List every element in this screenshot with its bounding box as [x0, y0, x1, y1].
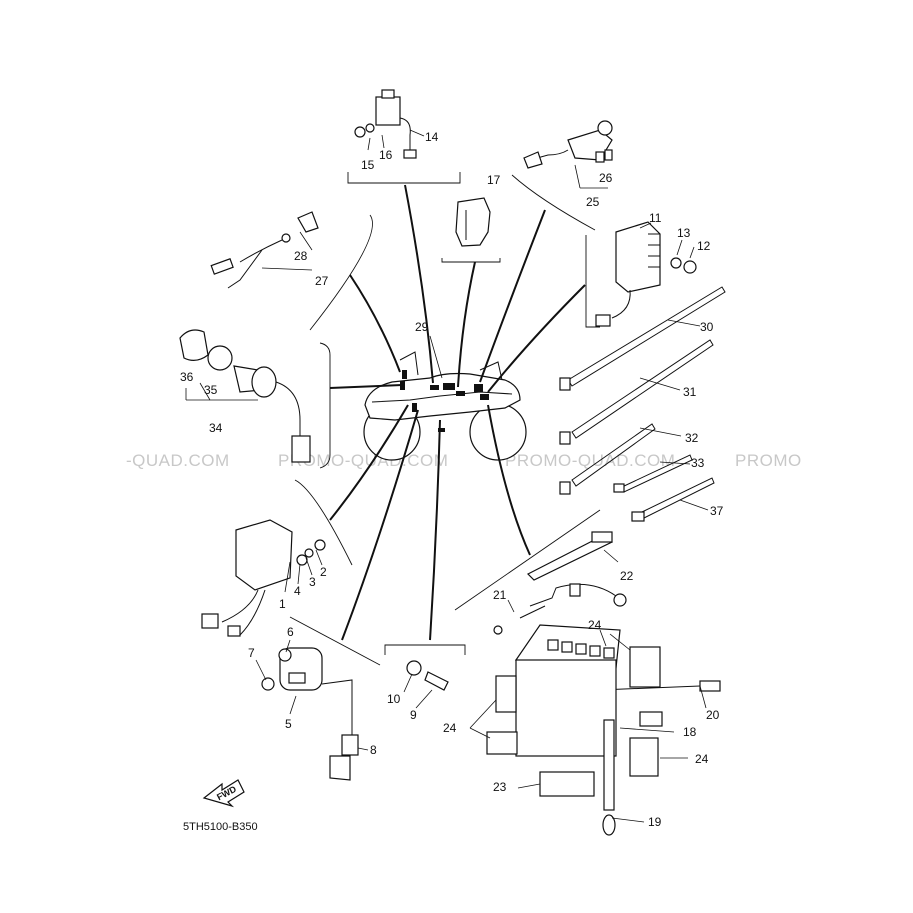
- callout-15: 15: [361, 158, 375, 172]
- watermark-right: PROMO: [735, 451, 802, 470]
- watermark-center-right: PROMO-QUAD.COM: [505, 451, 675, 470]
- callout-26: 26: [599, 171, 613, 185]
- callout-11: 11: [649, 211, 662, 225]
- callout-24-left: 24: [443, 721, 457, 735]
- callout-7: 7: [248, 646, 255, 660]
- battery-band-and-leads: [493, 531, 721, 692]
- leader-lines: [329, 184, 586, 641]
- callout-22: 22: [620, 569, 634, 583]
- neutral-switch-lead: [210, 211, 319, 289]
- callout-34: 34: [209, 421, 223, 435]
- callout-leaders: [185, 129, 709, 823]
- callout-8: 8: [370, 743, 377, 757]
- callout-6: 6: [287, 625, 294, 639]
- callout-32: 32: [685, 431, 699, 445]
- callout-35: 35: [204, 383, 218, 397]
- relay-cover: [455, 197, 491, 247]
- diagram-code: 5TH5100-B350: [183, 821, 258, 833]
- callout-30: 30: [700, 320, 714, 334]
- callout-2: 2: [320, 565, 327, 579]
- callout-19: 19: [648, 815, 662, 829]
- cdi-unit: [201, 519, 326, 637]
- starter-relay: [354, 89, 417, 159]
- callout-23: 23: [493, 780, 507, 794]
- callout-18: 18: [683, 725, 697, 739]
- callout-10: 10: [387, 692, 401, 706]
- cable-ties: [559, 286, 726, 522]
- callout-20: 20: [706, 708, 720, 722]
- callout-13: 13: [677, 226, 691, 240]
- callout-14: 14: [425, 130, 439, 144]
- ignition-coil: [261, 647, 359, 781]
- callout-37: 37: [710, 504, 724, 518]
- callout-24-right: 24: [695, 752, 709, 766]
- callout-4: 4: [294, 584, 301, 598]
- forward-arrow: FWD: [202, 779, 245, 808]
- callout-28: 28: [294, 249, 308, 263]
- callout-9: 9: [410, 708, 417, 722]
- group-brackets: [289, 172, 601, 666]
- callout-21: 21: [493, 588, 507, 602]
- callout-12: 12: [697, 239, 711, 253]
- callout-16: 16: [379, 148, 393, 162]
- brake-switch: [523, 120, 613, 169]
- callout-3: 3: [309, 575, 316, 589]
- callout-36: 36: [180, 370, 194, 384]
- callout-labels: 1 2 3 4 5 6 7 8 9 10 11 12 13 14 15 16 1…: [180, 130, 724, 829]
- battery: [486, 624, 663, 836]
- callout-17: 17: [487, 173, 501, 187]
- callout-24-top: 24: [588, 618, 602, 632]
- callout-33: 33: [691, 456, 705, 470]
- main-switch: [179, 329, 311, 463]
- watermark-left: -QUAD.COM: [126, 451, 230, 470]
- rectifier-regulator: [595, 221, 697, 327]
- callout-31: 31: [683, 385, 697, 399]
- oil-level-switch: [406, 660, 449, 691]
- callout-29: 29: [415, 320, 429, 334]
- callout-25: 25: [586, 195, 600, 209]
- callout-1: 1: [279, 597, 286, 611]
- callout-5: 5: [285, 717, 292, 731]
- callout-27: 27: [315, 274, 329, 288]
- atv-illustration: [363, 351, 527, 461]
